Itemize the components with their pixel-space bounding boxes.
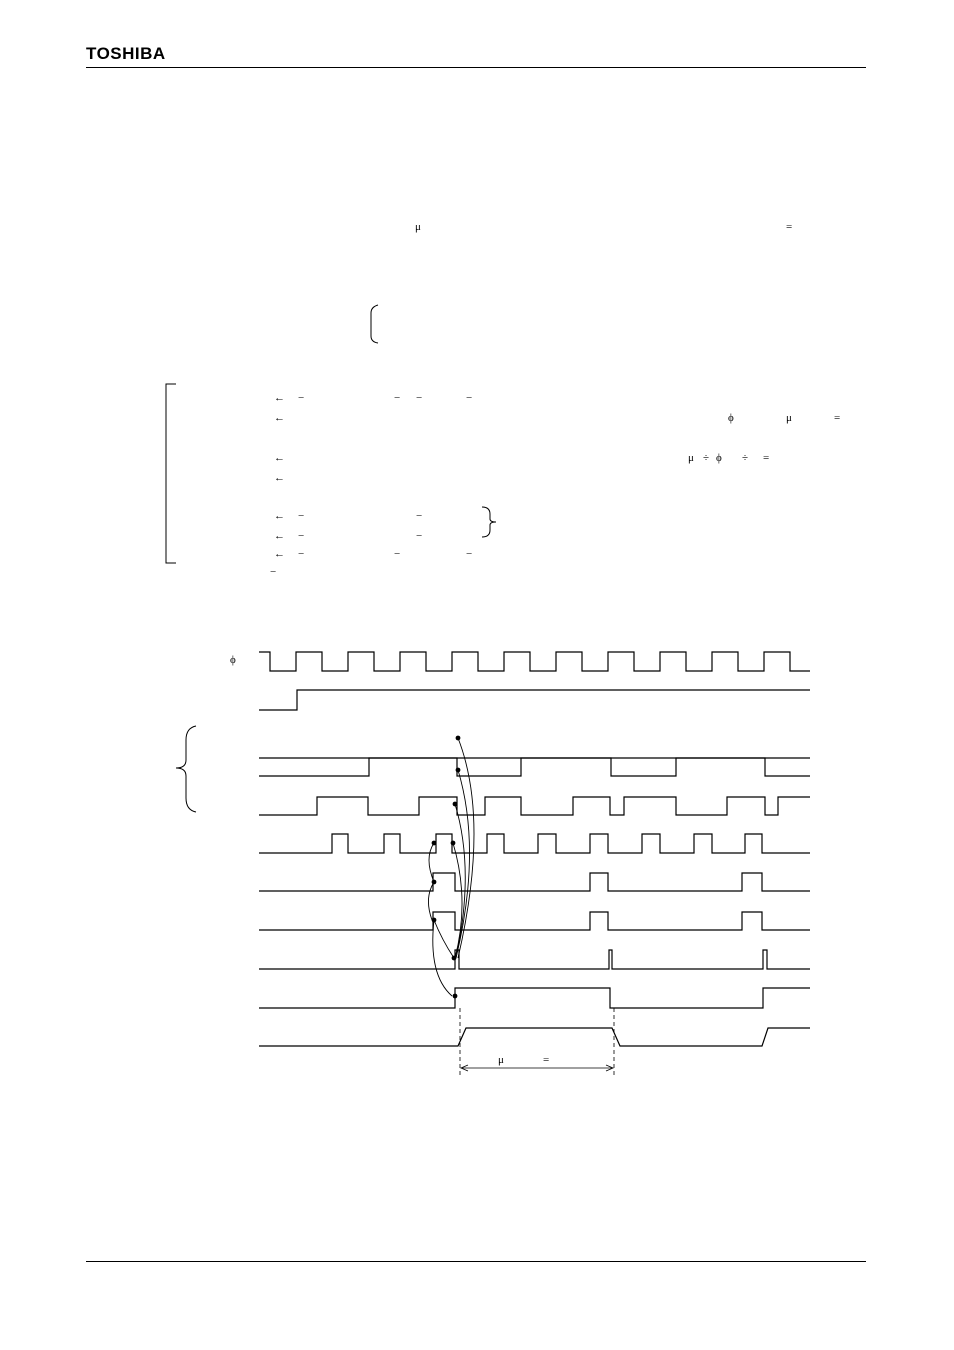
dash-symbol: − bbox=[416, 510, 423, 522]
toshiba-logo: TOSHIBA bbox=[86, 44, 166, 63]
assign-arrow: ← bbox=[274, 412, 285, 424]
cause-arrow bbox=[432, 919, 453, 997]
cause-arrow bbox=[457, 737, 475, 959]
assign-arrow: ← bbox=[274, 530, 285, 542]
signal-7-waveform bbox=[259, 872, 810, 892]
dash-symbol: − bbox=[416, 392, 423, 404]
header-rule bbox=[86, 67, 866, 68]
mu-symbol: μ bbox=[688, 452, 694, 464]
output-waveform bbox=[259, 1027, 810, 1047]
cause-arrow bbox=[452, 842, 463, 959]
mu-symbol: μ bbox=[786, 412, 792, 424]
dash-symbol: − bbox=[298, 548, 305, 560]
signal-10-waveform bbox=[259, 987, 810, 1009]
phi-symbol: ϕ bbox=[716, 452, 722, 464]
clock-waveform bbox=[259, 651, 810, 672]
period-arrowhead-left bbox=[459, 1064, 469, 1072]
assign-arrow: ← bbox=[274, 510, 285, 522]
dash-symbol: − bbox=[298, 530, 305, 542]
period-mu-label: μ bbox=[498, 1054, 504, 1066]
signal-5-waveform bbox=[259, 796, 810, 816]
cause-arrow bbox=[433, 919, 455, 959]
listing-bracket bbox=[165, 383, 176, 564]
listing-brace-right bbox=[481, 506, 497, 538]
cause-arrow bbox=[428, 842, 435, 883]
edge-dot bbox=[450, 840, 456, 846]
cause-arrow bbox=[455, 769, 470, 959]
equals-symbol: = bbox=[786, 221, 793, 233]
edge-dot bbox=[431, 917, 437, 923]
dash-symbol: − bbox=[298, 392, 305, 404]
phi-symbol: ϕ bbox=[728, 412, 734, 424]
assign-arrow: ← bbox=[274, 452, 285, 464]
edge-dot bbox=[451, 955, 457, 961]
mu-symbol: μ bbox=[415, 221, 421, 233]
signal-8-waveform bbox=[259, 911, 810, 931]
dash-symbol: − bbox=[416, 530, 423, 542]
signal-6-waveform bbox=[259, 833, 810, 854]
footer-rule bbox=[86, 1261, 866, 1262]
cause-arrow bbox=[428, 881, 435, 921]
assign-arrow: ← bbox=[274, 472, 285, 484]
dash-symbol: − bbox=[466, 548, 473, 560]
signal-2-waveform bbox=[259, 689, 810, 711]
edge-dot bbox=[452, 993, 458, 999]
dash-symbol: − bbox=[270, 566, 277, 578]
assign-arrow: ← bbox=[274, 548, 285, 560]
period-equals-label: = bbox=[543, 1054, 550, 1066]
dash-symbol: − bbox=[394, 392, 401, 404]
divide-symbol: ÷ bbox=[703, 452, 710, 464]
dash-symbol: − bbox=[394, 548, 401, 560]
clock-phi-label: ϕ bbox=[230, 654, 236, 666]
assign-arrow: ← bbox=[274, 392, 285, 404]
equals-symbol: = bbox=[763, 452, 770, 464]
period-arrowhead-right bbox=[605, 1064, 615, 1072]
divide-symbol: ÷ bbox=[742, 452, 749, 464]
edge-dot bbox=[455, 767, 461, 773]
signal-9-waveform bbox=[259, 949, 810, 970]
brace-small bbox=[370, 304, 379, 344]
dash-symbol: − bbox=[298, 510, 305, 522]
equals-symbol: = bbox=[834, 412, 841, 424]
signal-group-brace bbox=[175, 725, 197, 813]
edge-dot bbox=[431, 840, 437, 846]
edge-dot bbox=[431, 879, 437, 885]
dash-symbol: − bbox=[466, 392, 473, 404]
cause-arrow bbox=[454, 803, 466, 959]
edge-dot bbox=[452, 801, 458, 807]
signal-4-waveform bbox=[259, 757, 810, 777]
edge-dot bbox=[455, 735, 461, 741]
